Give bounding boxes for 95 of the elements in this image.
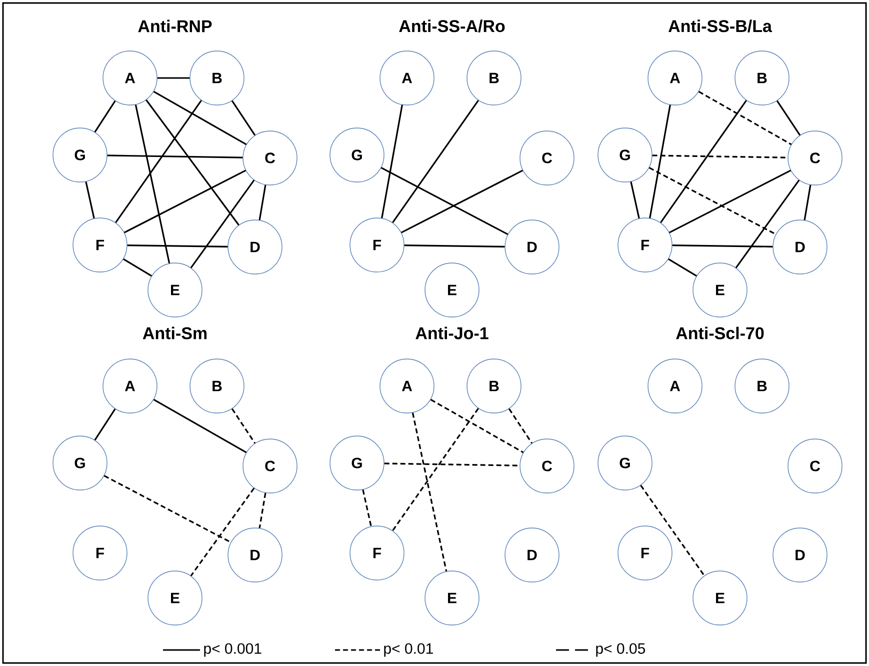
circle-node: C (242, 438, 298, 494)
panel-title: Anti-SS-B/La (668, 20, 772, 32)
circle-node: D (504, 528, 560, 582)
circle-node: G (598, 128, 652, 182)
circle-node: F (618, 218, 672, 272)
legend-text: p< 0.05 (596, 643, 646, 657)
connector-line (401, 170, 524, 234)
connector-line (672, 244, 773, 248)
circle-node: D (228, 528, 282, 582)
connector-line (412, 412, 448, 572)
circle-node: D (772, 220, 828, 274)
circle-node: A (380, 358, 434, 414)
connector-line (190, 488, 255, 576)
connector-line (231, 100, 256, 136)
connector-line (668, 258, 697, 277)
circle-node: G (330, 436, 384, 490)
connector-line (648, 167, 776, 235)
connector-line (392, 100, 479, 224)
circle-node: B (734, 50, 790, 106)
circle-node: E (148, 570, 202, 626)
connector-line (404, 244, 505, 248)
circle-node: F (72, 218, 128, 272)
connector-line (127, 244, 228, 248)
circle-node: G (598, 436, 652, 490)
connector-line (698, 90, 792, 146)
connector-line (362, 490, 372, 526)
connector-line (134, 104, 170, 264)
circle-node: E (692, 262, 748, 318)
panel-title: Anti-Sm (142, 326, 207, 340)
connector-line (85, 182, 95, 218)
circle-node: C (788, 438, 842, 494)
circle-node: G (52, 436, 108, 490)
panel-title: Anti-Jo-1 (416, 326, 488, 340)
connector-line (652, 154, 788, 158)
connector-line (735, 180, 800, 268)
circle-node: F (350, 526, 404, 580)
connector-line (231, 408, 256, 444)
circle-node: B (466, 50, 522, 106)
circle-node: B (466, 358, 522, 414)
circle-node: D (772, 528, 828, 582)
panel-title: Anti-SS-A/Ro (399, 20, 505, 32)
circle-node: C (788, 130, 842, 186)
circle-node: D (504, 220, 560, 274)
connector-line (430, 398, 524, 454)
connector-line (649, 104, 671, 218)
connector-line (157, 77, 190, 79)
connector-line (146, 100, 240, 226)
circle-node: E (148, 262, 202, 318)
circle-node: A (648, 358, 702, 414)
connector-line (804, 184, 812, 220)
connector-line (669, 170, 792, 234)
connector-line (123, 258, 152, 277)
connector-line (380, 167, 508, 235)
circle-node: E (424, 570, 480, 626)
connector-line (384, 462, 520, 466)
circle-node: E (424, 262, 480, 318)
legend-text: p< 0.001 (204, 643, 262, 657)
connector-line (258, 492, 266, 528)
circle-node: A (102, 50, 158, 106)
panel-title: Anti-RNP (138, 20, 212, 32)
connector-line (640, 484, 705, 576)
circle-node: A (380, 50, 434, 106)
circle-node: B (190, 50, 244, 106)
circle-node: C (242, 130, 298, 186)
circle-node: G (330, 128, 384, 182)
connector-line (124, 170, 246, 234)
connector-line (104, 475, 232, 543)
circle-node: E (692, 570, 748, 626)
connector-line (392, 408, 479, 532)
connector-line (381, 104, 403, 218)
connector-line (508, 408, 533, 444)
panel-title: Anti-Scl-70 (676, 326, 764, 340)
circle-node: B (190, 358, 244, 414)
connector-line (190, 180, 255, 268)
connector-line (115, 100, 202, 224)
connector-line (153, 90, 247, 146)
circle-node: A (648, 50, 702, 106)
connector-line (776, 100, 801, 136)
circle-node: D (228, 220, 282, 274)
legend-text: p< 0.01 (384, 643, 433, 657)
connector-line (630, 182, 640, 218)
circle-node: F (350, 218, 404, 272)
connector-line (94, 408, 116, 440)
connector-line (153, 398, 247, 454)
connector-line (107, 154, 243, 158)
circle-node: G (52, 128, 108, 182)
circle-node: F (618, 526, 672, 580)
circle-node: B (734, 358, 790, 414)
circle-node: A (102, 358, 158, 414)
connector-line (94, 100, 116, 132)
connector-line (660, 100, 747, 224)
circle-node: F (72, 526, 128, 580)
circle-node: C (520, 130, 574, 186)
connector-line (258, 184, 266, 220)
circle-node: C (520, 438, 574, 494)
